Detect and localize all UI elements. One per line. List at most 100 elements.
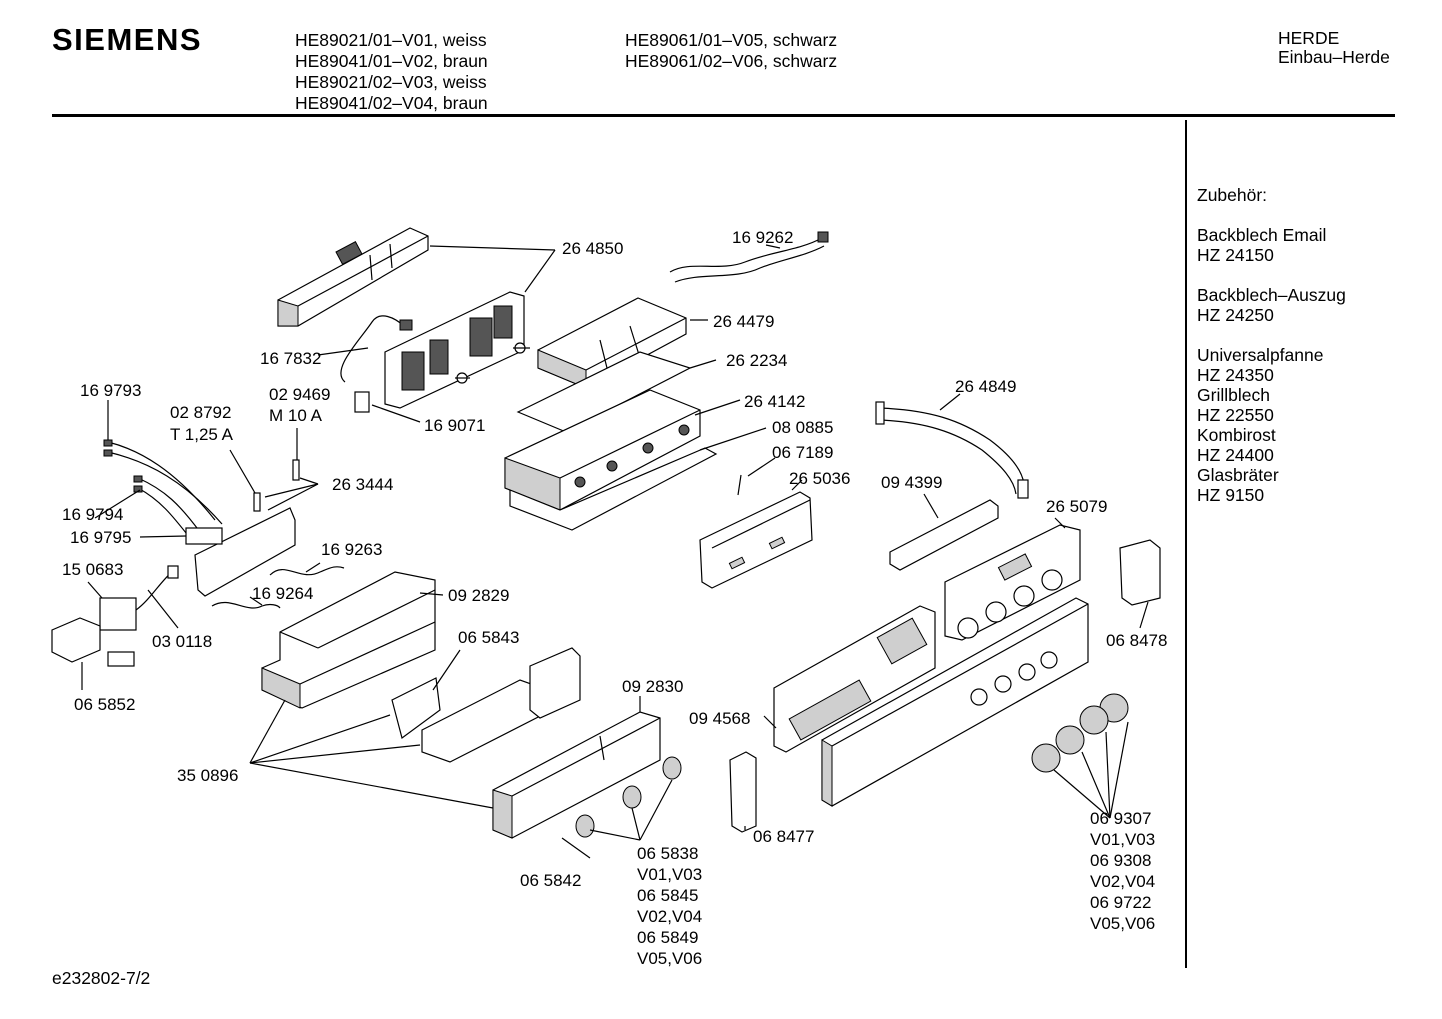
part-label: V01,V03 — [637, 865, 702, 884]
part-block-169071 — [354, 391, 370, 413]
part-clip-068477 — [729, 751, 757, 833]
part-label: 06 5849 — [637, 928, 698, 947]
part-tray-264479 — [537, 297, 687, 389]
part-label: 26 4479 — [713, 312, 774, 331]
part-label: 09 4399 — [881, 473, 942, 492]
part-label: 02 8792 — [170, 403, 231, 422]
part-connector — [399, 319, 413, 331]
part-switch-carrier — [504, 389, 701, 511]
part-housing-092829 — [261, 571, 436, 709]
accessory-code: HZ 24400 — [1197, 445, 1274, 465]
part-ribbon-cable — [879, 407, 1025, 485]
part-label: 16 9794 — [62, 505, 123, 524]
part-fuse-029469 — [292, 459, 300, 481]
accessories-panel: Zubehör: Backblech Email HZ 24150 Backbl… — [1197, 185, 1346, 525]
category-title: HERDE — [1278, 28, 1340, 48]
part-small-piece — [107, 651, 135, 667]
part-ribbon-cable-b — [879, 419, 1017, 495]
part-label: T 1,25 A — [170, 425, 234, 444]
part-label: 35 0896 — [177, 766, 238, 785]
model-line: HE89021/02–V03, weiss — [295, 72, 487, 92]
leader-lines — [81, 244, 1149, 841]
part-wire-169793b — [107, 451, 223, 525]
part-label: 03 0118 — [152, 632, 212, 651]
part-wire-169795 — [137, 487, 191, 539]
accessories-title: Zubehör: — [1197, 185, 1268, 205]
part-label: 16 9262 — [732, 228, 793, 247]
category-subtitle: Einbau–Herde — [1278, 46, 1390, 67]
model-line: HE89061/01–V05, schwarz — [625, 30, 838, 50]
part-cable-169262 — [669, 237, 823, 273]
part-label: 06 5838 — [637, 844, 698, 863]
part-display-board — [391, 677, 441, 740]
part-label: 26 5079 — [1046, 497, 1107, 516]
part-connector — [1017, 479, 1029, 499]
part-label: 26 5036 — [789, 469, 850, 488]
part-terminal — [133, 475, 143, 483]
part-bracket-265036 — [699, 491, 813, 589]
part-label: 06 5852 — [74, 695, 135, 714]
part-label: 06 8478 — [1106, 631, 1167, 650]
part-knob — [622, 785, 642, 809]
model-line: HE89021/01–V01, weiss — [295, 30, 487, 50]
part-label: 16 9263 — [321, 540, 382, 559]
part-label: 26 4142 — [744, 392, 805, 411]
part-screw — [737, 474, 742, 496]
part-labels: 26 4850 16 9262 26 4479 16 7832 26 2234 … — [62, 228, 1167, 968]
part-label: 06 8477 — [753, 827, 814, 846]
part-label: 26 4850 — [562, 239, 623, 258]
appliance-category: HERDE Einbau–Herde — [1278, 29, 1390, 66]
part-connector-block — [185, 527, 223, 545]
part-connector — [875, 401, 885, 425]
part-label: 26 2234 — [726, 351, 787, 370]
part-knob — [662, 756, 682, 780]
accessory-group: Backblech–Auszug HZ 24250 — [1197, 285, 1346, 325]
part-label: 06 7189 — [772, 443, 833, 462]
part-label: V05,V06 — [637, 949, 702, 968]
accessory-name: Backblech–Auszug — [1197, 285, 1346, 305]
part-terminal — [103, 449, 113, 457]
accessory-code: HZ 24250 — [1197, 305, 1274, 325]
part-label: 06 5842 — [520, 871, 581, 890]
part-clip-068478 — [1119, 539, 1161, 606]
part-connector — [167, 565, 179, 579]
part-front-panel-092830 — [492, 711, 661, 839]
part-oven-knob — [1079, 705, 1109, 735]
part-relay-board — [384, 291, 530, 409]
part-board-094399 — [889, 499, 999, 571]
document-id: e232802-7/2 — [52, 968, 151, 988]
part-label: 06 5843 — [458, 628, 519, 647]
part-label: 06 5845 — [637, 886, 698, 905]
part-label: 06 9307 — [1090, 809, 1151, 828]
part-control-frame — [944, 524, 1081, 641]
part-knob — [575, 814, 595, 838]
sidebar-divider — [1185, 120, 1187, 968]
accessory-name: Glasbräter — [1197, 465, 1279, 485]
accessory-name: Kombirost — [1197, 425, 1276, 445]
accessory-name: Backblech Email — [1197, 225, 1327, 245]
part-label: V01,V03 — [1090, 830, 1155, 849]
brand-logo: SIEMENS — [52, 22, 203, 57]
accessory-code: HZ 9150 — [1197, 485, 1265, 505]
part-label: 16 9793 — [80, 381, 141, 400]
part-terminal-block — [51, 617, 101, 663]
part-label: V05,V06 — [1090, 914, 1155, 933]
part-label: 16 9795 — [70, 528, 131, 547]
part-label: 09 4568 — [689, 709, 750, 728]
part-label: 26 3444 — [332, 475, 393, 494]
part-wire-169794 — [137, 477, 201, 533]
model-line: HE89041/01–V02, braun — [295, 51, 488, 71]
model-line: HE89041/02–V04, braun — [295, 93, 488, 113]
accessory-code: HZ 24150 — [1197, 245, 1274, 265]
model-list-primary: HE89021/01–V01, weiss HE89041/01–V02, br… — [295, 30, 488, 114]
part-transformer — [99, 597, 137, 631]
part-label: V02,V04 — [637, 907, 702, 926]
part-display-frame-094568 — [773, 605, 936, 753]
part-label: 09 2829 — [448, 586, 509, 605]
part-terminal — [133, 485, 143, 493]
part-control-panel — [821, 597, 1089, 807]
part-cable-169264 — [211, 601, 281, 609]
part-label: 26 4849 — [955, 377, 1016, 396]
part-base-plate — [509, 447, 718, 531]
